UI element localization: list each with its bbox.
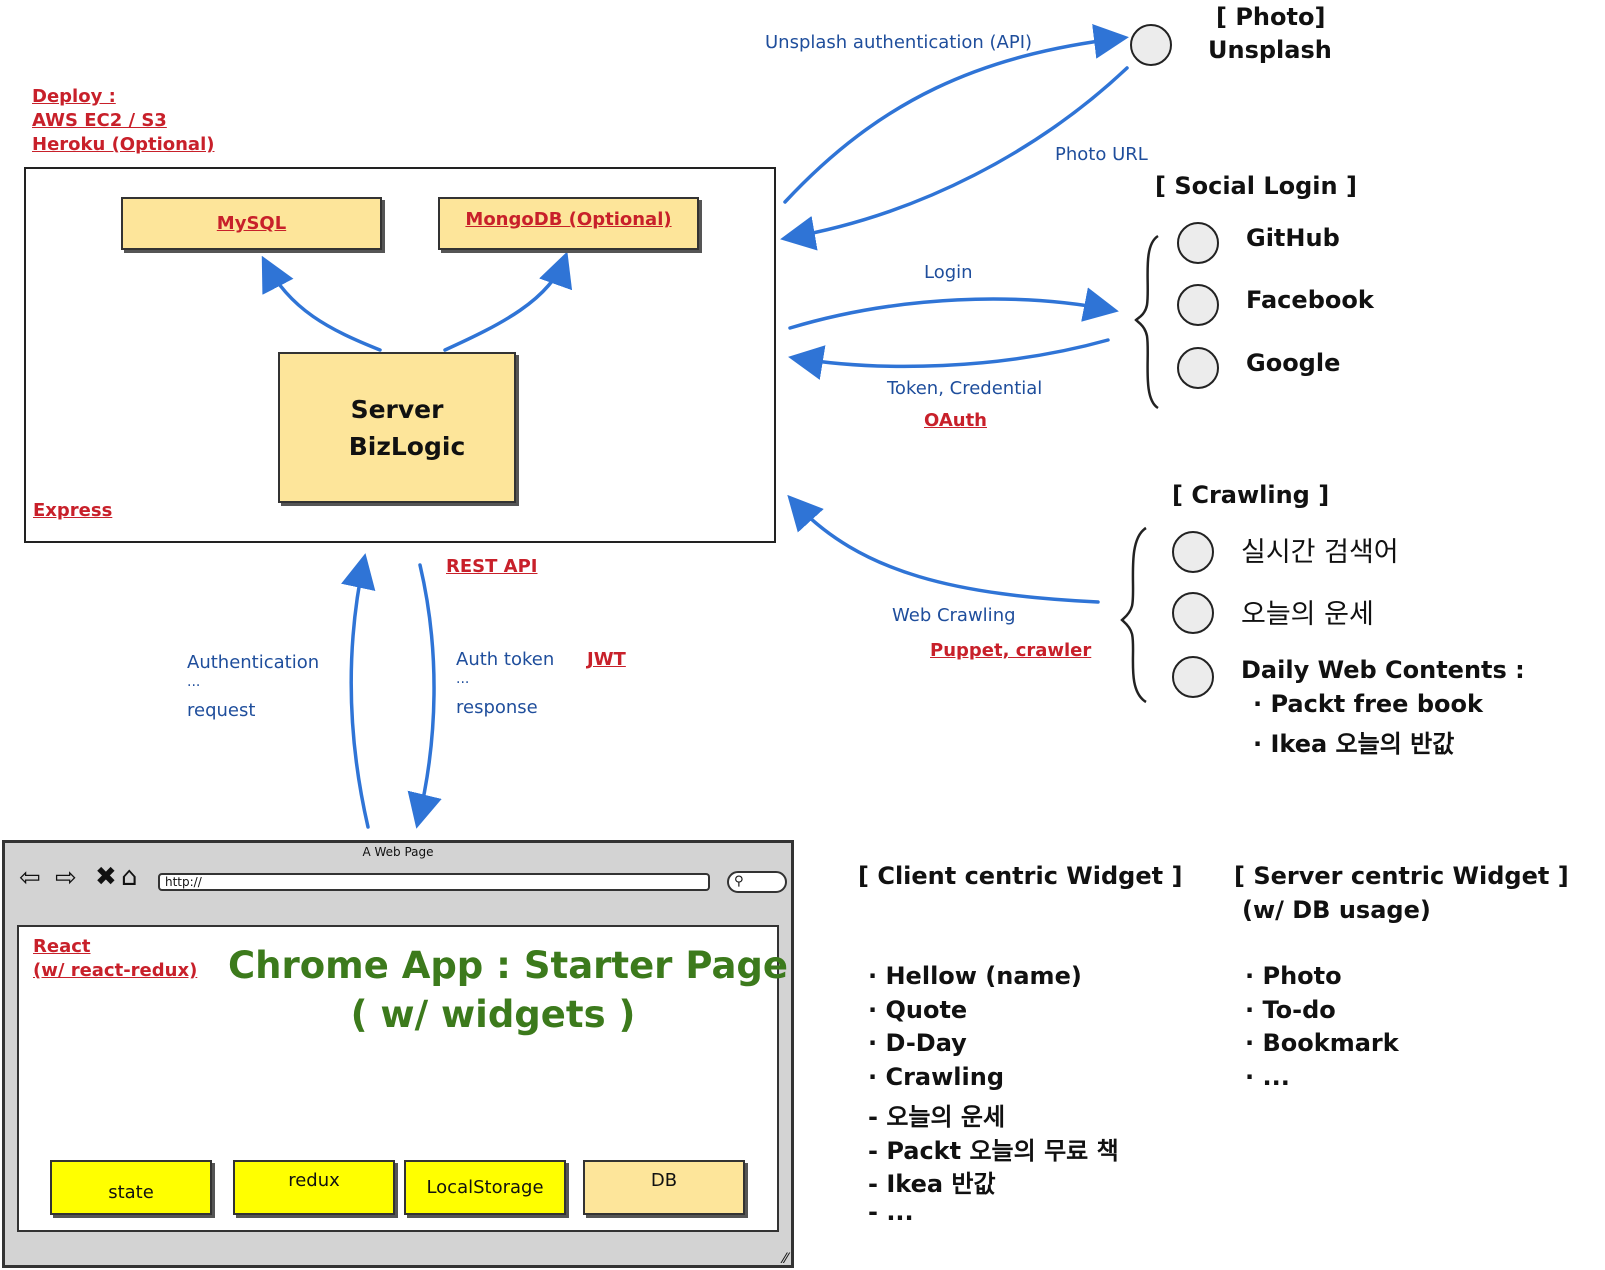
- mysql-label: MySQL: [216, 213, 287, 234]
- app-title-line2: ( w/ widgets ): [350, 993, 636, 1036]
- login-label: Login: [924, 262, 973, 283]
- app-title-line1: Chrome App : Starter Page: [228, 944, 788, 987]
- unsplash-auth-label: Unsplash authentication (API): [765, 32, 1033, 53]
- crawl-ikea-label: · Ikea 오늘의 반값: [1253, 730, 1455, 758]
- crawling-title: [ Crawling ]: [1172, 481, 1330, 509]
- server-widget-title: [ Server centric Widget ]: [1234, 862, 1569, 890]
- search-field[interactable]: ⚲: [727, 871, 787, 893]
- client-widget-item: - ...: [868, 1198, 914, 1226]
- arrow-bizlogic-to-mongodb: [443, 251, 573, 352]
- web-crawling-label: Web Crawling: [892, 605, 1016, 626]
- client-widget-item: - Ikea 반값: [868, 1170, 996, 1198]
- server-widget-subtitle: (w/ DB usage): [1242, 896, 1431, 924]
- arrow-request: [341, 553, 376, 829]
- token-label: Token, Credential: [887, 378, 1043, 399]
- mongodb-box: MongoDB (Optional): [438, 197, 699, 250]
- github-node: [1177, 222, 1219, 264]
- server-widget-item: · To-do: [1245, 996, 1336, 1024]
- jwt-label: JWT: [587, 649, 626, 670]
- module-localstorage: LocalStorage: [404, 1160, 566, 1215]
- client-widget-item: - 오늘의 운세: [868, 1103, 1006, 1131]
- home-icon[interactable]: ⌂: [121, 862, 138, 892]
- crawl-daily-node: [1172, 656, 1214, 698]
- module-redux: redux: [233, 1160, 395, 1215]
- crawl-fortune-label: 오늘의 운세: [1241, 599, 1374, 630]
- mysql-box: MySQL: [121, 197, 382, 250]
- unsplash-label: Unsplash: [1208, 36, 1332, 64]
- express-label: Express: [33, 500, 113, 521]
- react-redux-label: (w/ react-redux): [33, 960, 198, 981]
- request-line3: request: [187, 700, 256, 721]
- stop-icon[interactable]: ✖: [95, 862, 117, 892]
- module-db: DB: [583, 1160, 745, 1215]
- crawl-daily-label: Daily Web Contents :: [1241, 656, 1525, 684]
- bizlogic-line1: Server: [350, 394, 444, 424]
- photo-title: [ Photo]: [1216, 3, 1326, 31]
- crawl-fortune-node: [1172, 592, 1214, 634]
- client-widget-title: [ Client centric Widget ]: [858, 862, 1183, 890]
- arrow-response: [407, 563, 442, 829]
- unsplash-node: [1130, 24, 1172, 66]
- rest-api-label: REST API: [446, 556, 538, 577]
- forward-icon[interactable]: ⇨: [55, 863, 77, 893]
- browser-title: A Web Page: [362, 845, 434, 859]
- response-line1: Auth token: [456, 649, 555, 670]
- arrow-bizlogic-to-mysql: [261, 255, 382, 352]
- crawl-realtime-node: [1172, 531, 1214, 573]
- arrow-server-to-unsplash: [783, 23, 1129, 204]
- deploy-label: Deploy :: [32, 86, 116, 107]
- arrow-token: [788, 338, 1110, 380]
- resize-handle-icon[interactable]: ⁄⁄: [783, 1251, 788, 1267]
- response-line2: ...: [456, 671, 470, 687]
- bizlogic-line2: BizLogic: [348, 431, 466, 461]
- facebook-label: Facebook: [1246, 286, 1374, 314]
- crawl-realtime-label: 실시간 검색어: [1241, 537, 1399, 568]
- client-widget-item: · Quote: [868, 996, 968, 1024]
- bizlogic-box: Server BizLogic: [278, 352, 516, 503]
- deploy-heroku: Heroku (Optional): [32, 134, 215, 155]
- request-line2: ...: [187, 674, 201, 690]
- mongodb-label: MongoDB (Optional): [465, 209, 672, 230]
- server-widget-item: · ...: [1245, 1063, 1290, 1091]
- deploy-aws: AWS EC2 / S3: [32, 110, 167, 131]
- client-widget-item: · Crawling: [868, 1063, 1005, 1091]
- search-icon: ⚲: [734, 874, 744, 889]
- server-container: [24, 167, 776, 543]
- photo-url-label: Photo URL: [1055, 144, 1148, 165]
- brace-social: [1134, 234, 1159, 410]
- server-widget-item: · Photo: [1245, 962, 1342, 990]
- client-widget-item: · Hellow (name): [868, 962, 1082, 990]
- client-widget-item: · D-Day: [868, 1029, 967, 1057]
- github-label: GitHub: [1246, 224, 1340, 252]
- back-icon[interactable]: ⇦: [19, 863, 41, 893]
- module-state: state: [50, 1160, 212, 1215]
- server-widget-item: · Bookmark: [1245, 1029, 1399, 1057]
- react-label: React: [33, 936, 91, 957]
- url-bar[interactable]: http://: [158, 873, 710, 891]
- facebook-node: [1177, 284, 1219, 326]
- response-line3: response: [456, 697, 538, 718]
- oauth-label: OAuth: [924, 410, 987, 431]
- arrow-crawling: [787, 494, 1100, 604]
- brace-crawling: [1120, 526, 1147, 704]
- client-widget-item: - Packt 오늘의 무료 책: [868, 1137, 1119, 1165]
- request-line1: Authentication: [187, 652, 320, 673]
- puppet-label: Puppet, crawler: [930, 640, 1092, 661]
- google-node: [1177, 347, 1219, 389]
- social-login-title: [ Social Login ]: [1155, 172, 1357, 200]
- arrow-unsplash-to-server: [780, 66, 1129, 251]
- crawl-packt-label: · Packt free book: [1253, 690, 1483, 718]
- google-label: Google: [1246, 349, 1341, 377]
- arrow-login: [788, 287, 1119, 330]
